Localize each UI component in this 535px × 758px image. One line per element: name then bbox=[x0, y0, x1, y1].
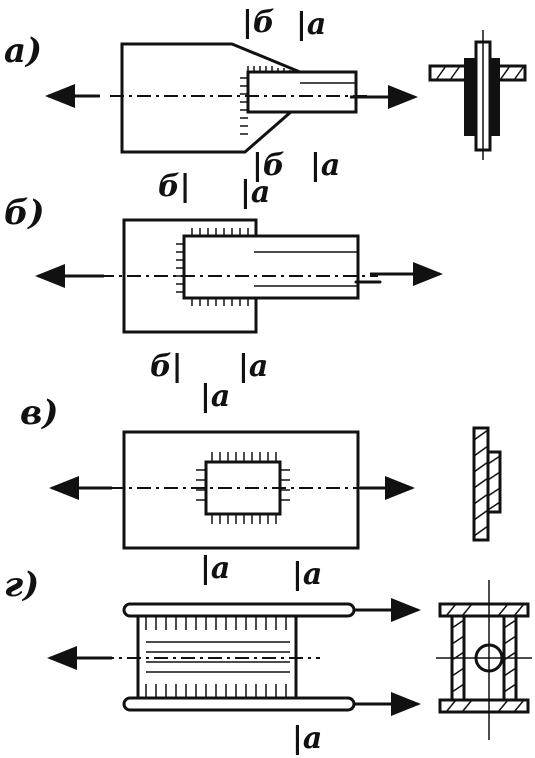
variant-g-label: г) bbox=[4, 565, 39, 605]
section-mark-a-top: |а bbox=[240, 175, 270, 210]
variant-v: в) |а bbox=[20, 379, 502, 550]
variant-b-label: б) bbox=[4, 193, 45, 233]
section-view bbox=[472, 426, 502, 542]
section-mark-a-top-right: |а bbox=[292, 557, 322, 592]
variant-v-label: в) bbox=[20, 393, 58, 433]
section-mark-b-bottom: б| bbox=[150, 349, 183, 384]
fillet-weld bbox=[196, 452, 290, 524]
bottom-strap bbox=[122, 696, 356, 712]
section-mark-a-top: |а bbox=[296, 7, 326, 42]
plug-slot-weld bbox=[204, 460, 282, 516]
fillet-weld bbox=[176, 228, 249, 306]
section-mark-b-top: б| bbox=[158, 169, 191, 204]
fillet-weld bbox=[240, 66, 291, 135]
section-mark-b-top: |б bbox=[242, 5, 275, 40]
section-mark-a-top: |а bbox=[200, 379, 230, 414]
section-mark-b-bottom: |б bbox=[252, 148, 285, 183]
variant-a: а) |б |а |б |а bbox=[4, 5, 527, 183]
top-strap bbox=[122, 602, 356, 618]
section-mark-a-bottom: |а bbox=[292, 721, 322, 756]
section-view bbox=[428, 30, 527, 160]
variant-b: б) б| |а б| |а bbox=[4, 169, 443, 384]
variant-g: г) |а |а |а bbox=[4, 551, 532, 756]
section-mark-a-top-left: |а bbox=[200, 551, 230, 586]
section-mark-a-bottom: |а bbox=[310, 148, 340, 183]
lap-strip bbox=[246, 70, 358, 114]
lap-strip bbox=[182, 234, 360, 300]
section-view bbox=[436, 580, 532, 740]
section-mark-a-bottom: |а bbox=[238, 349, 268, 384]
variant-a-label: а) bbox=[4, 31, 42, 71]
weld-hatching bbox=[145, 616, 290, 698]
